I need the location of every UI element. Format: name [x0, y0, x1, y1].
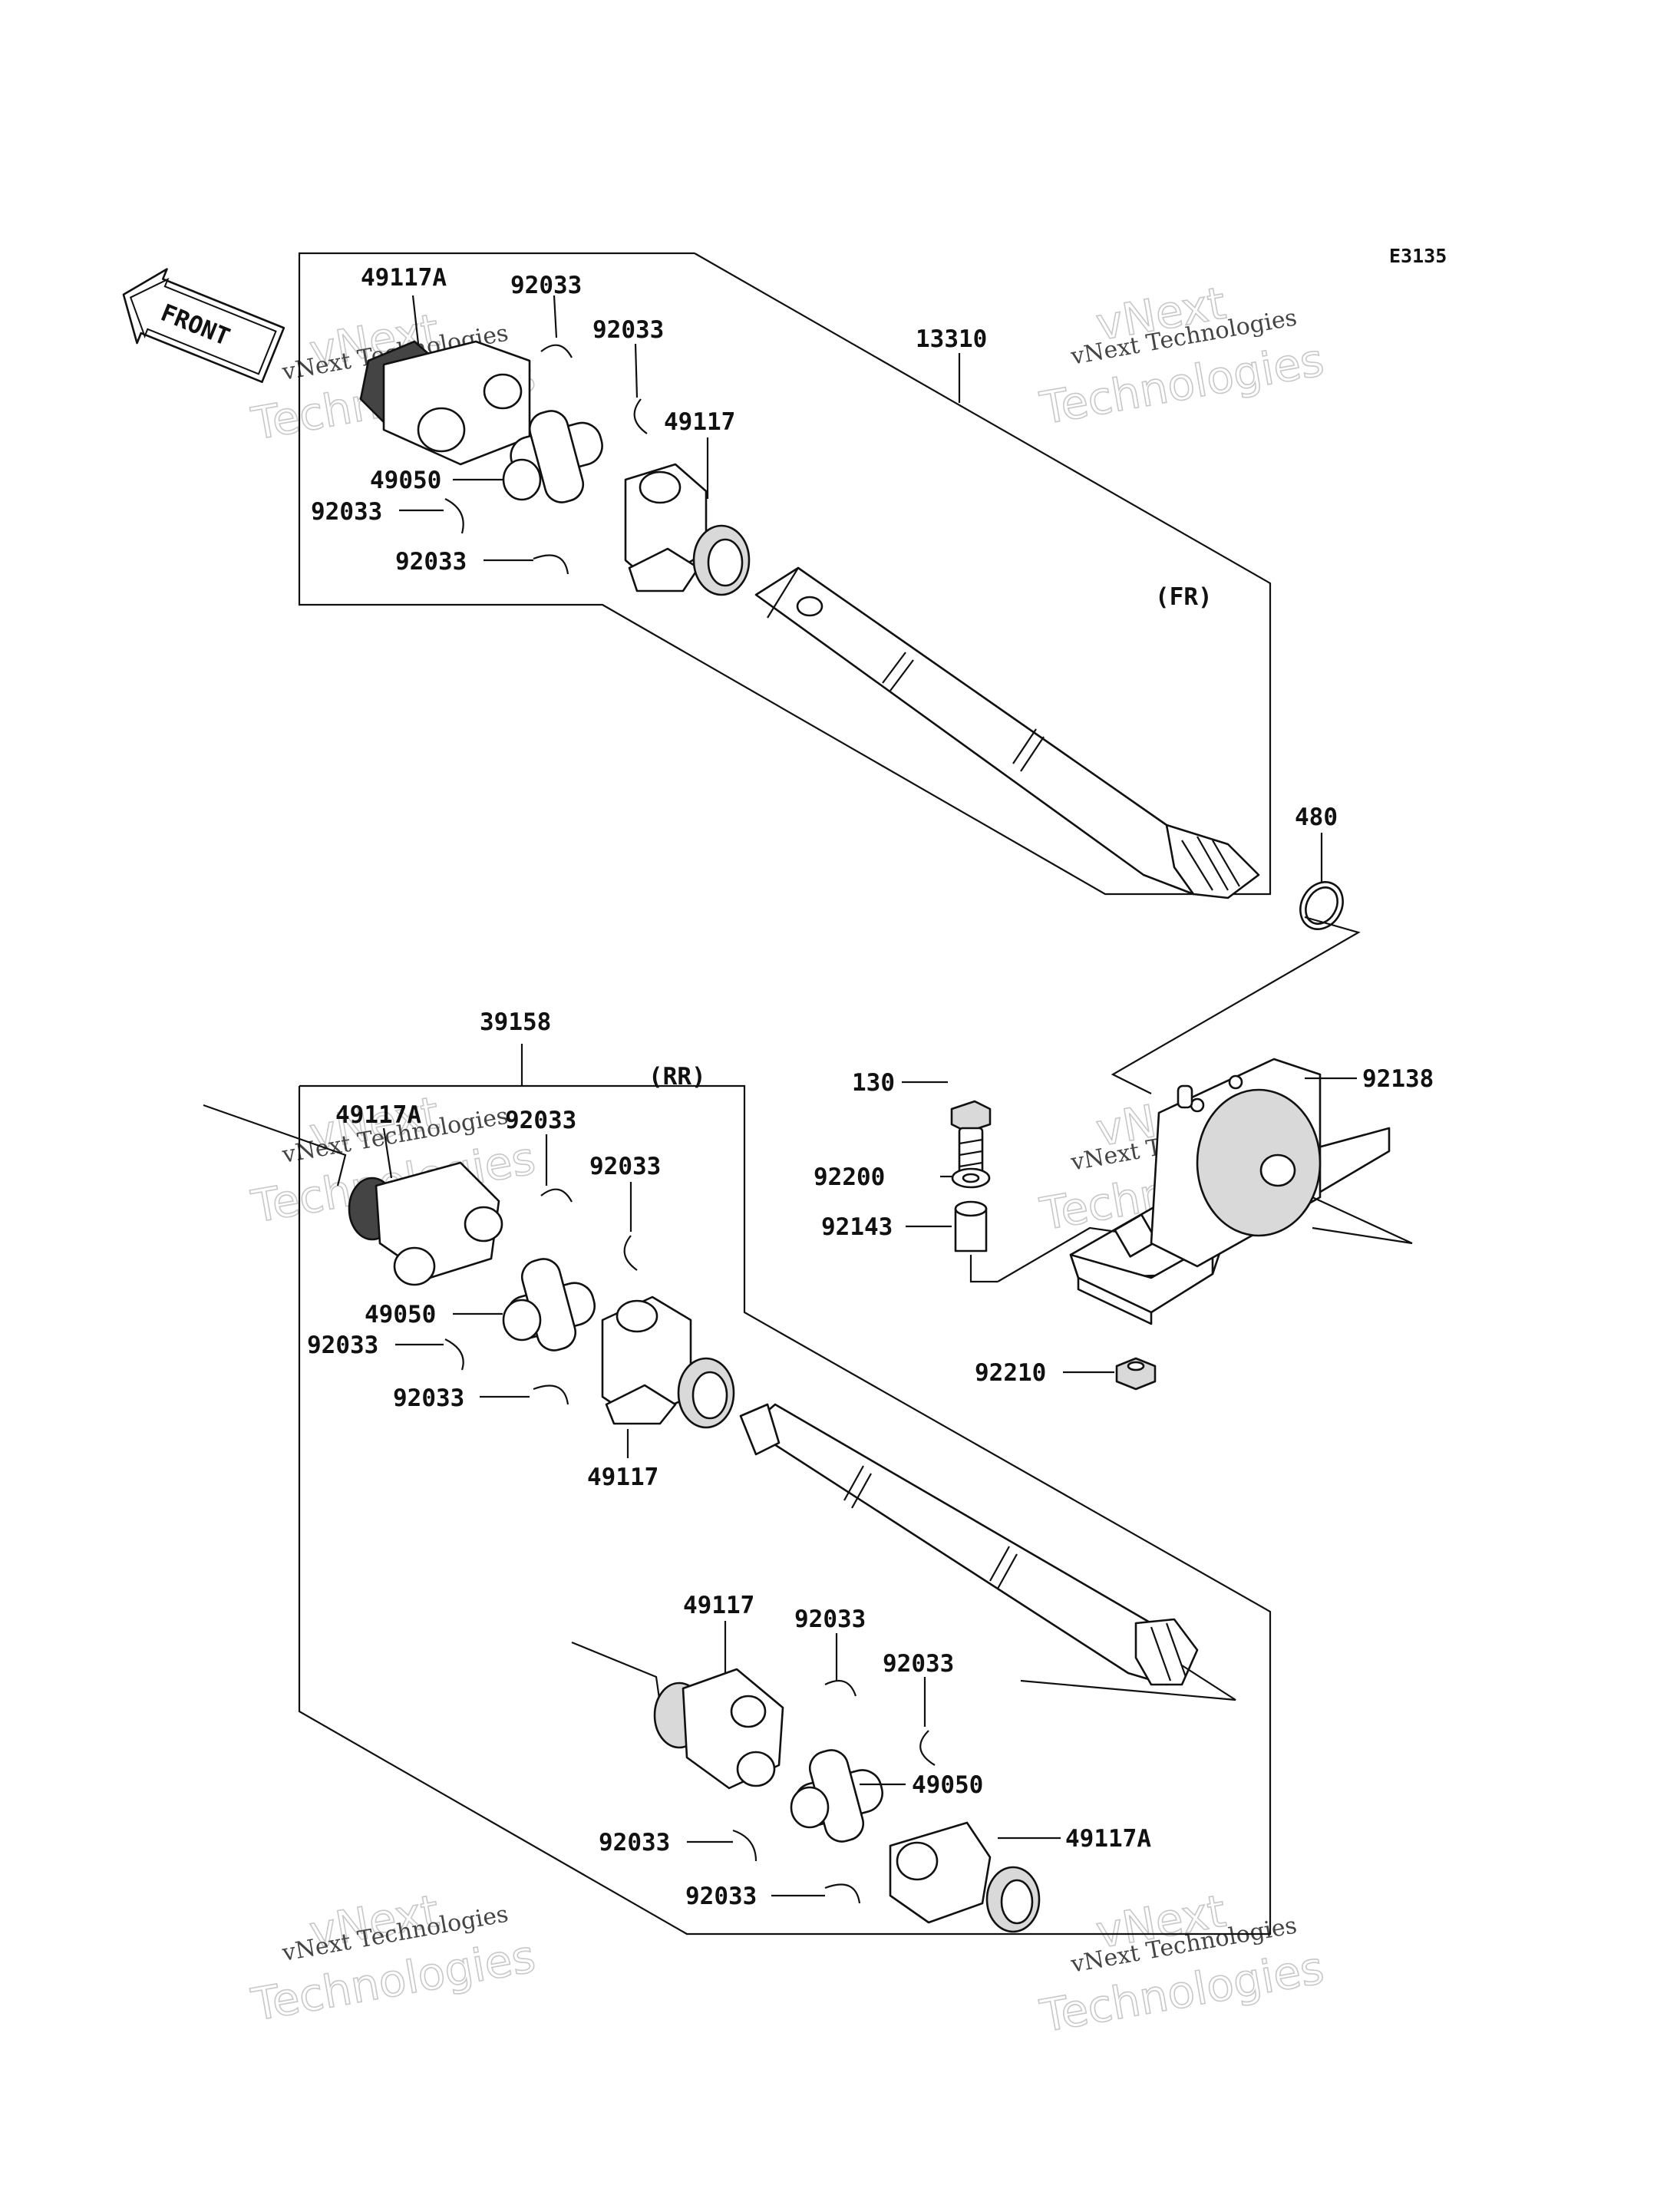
front-clip-4: [533, 554, 569, 575]
label-fr-clip-4: 92033: [395, 548, 467, 576]
label-fr-clip-2: 92033: [592, 316, 664, 344]
label-rr-joint: 49050: [365, 1301, 436, 1328]
diagram-id: E3135: [1389, 245, 1447, 267]
front-clip-2: [633, 398, 648, 434]
collar-92143: [954, 1200, 988, 1252]
front-clip-1: [540, 344, 573, 358]
rear-clip-3: [444, 1338, 464, 1371]
rear-clip-1: [540, 1188, 573, 1203]
label-fr-shaft: 13310: [916, 325, 987, 353]
rr2-shaft-guide: [1020, 1665, 1236, 1701]
front-cross-joint: [502, 410, 603, 503]
rear-yoke-a-guide: [203, 1104, 347, 1186]
label-collar: 92143: [821, 1213, 893, 1241]
label-rr-yoke-a: 49117A: [335, 1101, 421, 1129]
label-rr2-clip-2: 92033: [883, 1650, 954, 1678]
label-rr-clip-2: 92033: [589, 1153, 661, 1180]
label-rr2-yoke: 49117: [683, 1592, 754, 1619]
label-rr-shaft: 39158: [480, 1008, 551, 1036]
label-fr-joint: 49050: [370, 467, 441, 494]
front-group-outline: [298, 252, 1272, 896]
rr2-cross-joint: [790, 1749, 883, 1843]
collar-to-bracket: [997, 1226, 1117, 1282]
rr2-clip-4: [824, 1883, 861, 1904]
rr2-yoke-guide: [571, 1641, 662, 1705]
collar-leader: [969, 1255, 998, 1283]
rear-clip-2: [623, 1235, 638, 1271]
label-fr-yoke: 49117: [664, 408, 735, 436]
center-bearing-bracket: [1069, 1058, 1391, 1325]
label-fr-ring: 480: [1295, 804, 1338, 831]
rear-drive-shaft: [739, 1403, 1199, 1686]
front-drive-shaft: [754, 566, 1260, 899]
label-rr2-clip-4: 92033: [685, 1883, 757, 1910]
label-rr2-clip-1: 92033: [794, 1606, 866, 1633]
rear-cross-joint: [502, 1258, 596, 1351]
section-rear-label: (RR): [649, 1063, 706, 1091]
label-fr-clip-1: 92033: [510, 272, 582, 299]
rear-clip-4: [533, 1384, 569, 1405]
section-front-label: (FR): [1155, 583, 1213, 611]
front-yoke-a: [359, 340, 531, 466]
label-rr-clip-3: 92033: [307, 1332, 378, 1359]
rear-yoke-a: [348, 1161, 503, 1286]
label-washer: 92200: [814, 1163, 885, 1191]
label-rr-clip-1: 92033: [505, 1107, 576, 1134]
rr2-yoke: [653, 1668, 784, 1790]
rr2-clip-2: [919, 1730, 936, 1766]
rear-yoke: [601, 1295, 735, 1429]
rear-group-outline: [298, 1084, 1272, 1936]
rr2-clip-1: [824, 1679, 857, 1697]
front-arrow-icon: FRONT: [122, 268, 286, 384]
ring-to-bearing-leader: [1111, 916, 1361, 1094]
label-bearing: 92138: [1362, 1065, 1434, 1093]
rr2-yoke-a: [889, 1821, 1041, 1933]
label-rr-yoke: 49117: [587, 1464, 658, 1491]
rr2-clip-3: [732, 1829, 757, 1862]
label-rr2-yoke-a: 49117A: [1065, 1825, 1151, 1853]
snap-ring: [1299, 881, 1344, 930]
label-fr-clip-3: 92033: [311, 498, 382, 526]
label-fr-yoke-a: 49117A: [361, 264, 447, 292]
label-bolt: 130: [852, 1069, 895, 1097]
label-rr2-joint: 49050: [912, 1771, 983, 1799]
front-yoke: [624, 463, 751, 596]
front-clip-3: [444, 498, 464, 534]
bearing-perspective: [1312, 1196, 1413, 1245]
label-rr-clip-4: 92033: [393, 1384, 464, 1412]
label-nut: 92210: [975, 1359, 1046, 1387]
label-rr2-clip-3: 92033: [599, 1829, 670, 1856]
nut-92210: [1115, 1357, 1157, 1391]
